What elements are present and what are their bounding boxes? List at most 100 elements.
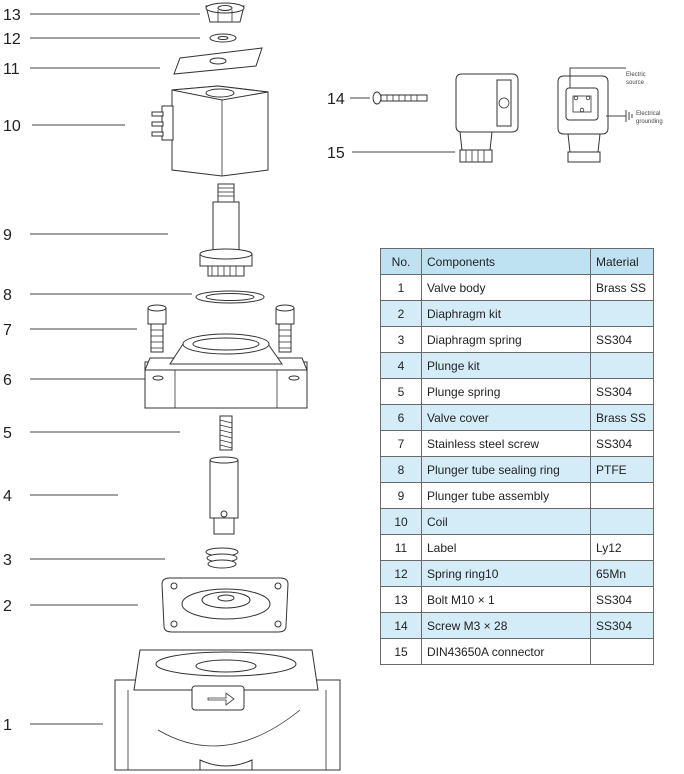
cell-material xyxy=(590,482,654,509)
cell-component: DIN43650A connector xyxy=(421,638,591,665)
cell-material: SS304 xyxy=(590,430,654,457)
table-header-row: No. Components Material xyxy=(380,248,654,275)
cell-no: 9 xyxy=(380,482,422,509)
part-8-sealing-ring xyxy=(195,290,265,304)
part-11-label xyxy=(173,47,263,75)
callout-14: 14 xyxy=(327,91,345,108)
part-13-bolt xyxy=(205,2,245,23)
part-7-screw-right xyxy=(275,304,295,353)
cell-material xyxy=(590,508,654,535)
header-material: Material xyxy=(590,248,654,275)
callout-10: 10 xyxy=(3,118,21,135)
cell-no: 15 xyxy=(380,638,422,665)
part-7-screw-left xyxy=(147,304,167,353)
callout-4: 4 xyxy=(3,488,12,505)
cell-no: 12 xyxy=(380,560,422,587)
cell-no: 1 xyxy=(380,274,422,301)
cell-no: 13 xyxy=(380,586,422,613)
callout-2: 2 xyxy=(3,598,12,615)
cell-component: Bolt M10 × 1 xyxy=(421,586,591,613)
callout-13: 13 xyxy=(3,7,21,24)
part-15-din-connector xyxy=(455,73,519,163)
part-2-diaphragm-kit xyxy=(161,577,289,633)
cell-material xyxy=(590,300,654,327)
part-10-coil xyxy=(151,85,269,177)
electric-source-label-line2: source xyxy=(626,80,645,86)
cell-no: 14 xyxy=(380,612,422,639)
part-14-screw xyxy=(372,91,428,105)
callout-1: 1 xyxy=(3,717,12,734)
cell-material xyxy=(590,638,654,665)
cell-material: Brass SS xyxy=(590,404,654,431)
cell-material: SS304 xyxy=(590,378,654,405)
cell-no: 10 xyxy=(380,508,422,535)
cell-material: SS304 xyxy=(590,586,654,613)
callout-8: 8 xyxy=(3,287,12,304)
cell-material: Brass SS xyxy=(590,274,654,301)
part-4-plunge-kit xyxy=(209,456,239,535)
cell-no: 3 xyxy=(380,326,422,353)
callout-15: 15 xyxy=(327,145,345,162)
cell-component: Valve body xyxy=(421,274,591,301)
part-3-diaphragm-spring xyxy=(205,547,239,569)
cell-no: 6 xyxy=(380,404,422,431)
cell-material: SS304 xyxy=(590,612,654,639)
cell-component: Label xyxy=(421,534,591,561)
cell-component: Screw M3 × 28 xyxy=(421,612,591,639)
header-components: Components xyxy=(421,248,591,275)
callout-11: 11 xyxy=(3,61,20,78)
connector-front-view: Electric source Electrical grounding xyxy=(557,67,663,163)
part-5-plunge-spring xyxy=(219,415,233,451)
cell-no: 7 xyxy=(380,430,422,457)
cell-material: PTFE xyxy=(590,456,654,483)
cell-component: Stainless steel screw xyxy=(421,430,591,457)
cell-component: Spring ring10 xyxy=(421,560,591,587)
cell-component: Plunger tube assembly xyxy=(421,482,591,509)
cell-component: Coil xyxy=(421,508,591,535)
electric-grounding-label-line2: grounding xyxy=(636,119,663,125)
callout-5: 5 xyxy=(3,425,12,442)
callout-3: 3 xyxy=(3,552,12,569)
cell-no: 5 xyxy=(380,378,422,405)
cell-no: 2 xyxy=(380,300,422,327)
cell-component: Plunge kit xyxy=(421,352,591,379)
part-12-spring-ring xyxy=(209,33,237,43)
cell-material: Ly12 xyxy=(590,534,654,561)
callout-12: 12 xyxy=(3,31,21,48)
cell-component: Plunge spring xyxy=(421,378,591,405)
cell-no: 4 xyxy=(380,352,422,379)
part-6-valve-cover xyxy=(144,333,308,409)
cell-component: Diaphragm spring xyxy=(421,326,591,353)
callouts: 13 12 11 10 9 8 7 6 5 4 3 2 1 14 15 xyxy=(3,7,455,734)
cell-component: Diaphragm kit xyxy=(421,300,591,327)
part-1-valve-body xyxy=(114,649,341,771)
electric-grounding-label-line1: Electrical xyxy=(636,111,660,117)
callout-7: 7 xyxy=(3,322,12,339)
callout-6: 6 xyxy=(3,372,12,389)
cell-no: 11 xyxy=(380,534,422,561)
cell-material: 65Mn xyxy=(590,560,654,587)
cell-no: 8 xyxy=(380,456,422,483)
cell-material xyxy=(590,352,654,379)
callout-9: 9 xyxy=(3,227,12,244)
cell-component: Valve cover xyxy=(421,404,591,431)
part-9-plunger-tube xyxy=(199,183,253,277)
